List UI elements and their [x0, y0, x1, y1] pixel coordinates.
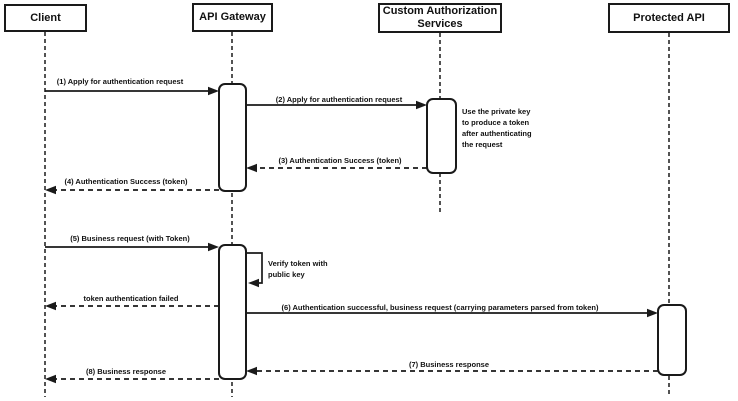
message-label-2: (2) Apply for authentication request: [275, 95, 403, 104]
actor-client-label: Client: [30, 11, 61, 24]
activation-custom-authorization-services: [426, 98, 457, 174]
message-label-5: (5) Business request (with Token): [70, 234, 190, 243]
message-arrow-2: [246, 100, 427, 110]
actor-protected-api: Protected API: [608, 3, 730, 33]
actor-custom-authorization-services: Custom Authorization Services: [378, 3, 502, 33]
self-message-label: Verify token with public key: [268, 259, 328, 279]
message-label-3: (3) Authentication Success (token): [278, 156, 402, 165]
message-label-token-failed: token authentication failed: [83, 294, 179, 303]
message-label-6: (6) Authentication successful, business …: [281, 303, 599, 312]
message-arrow-7: [246, 366, 658, 376]
note-private-key: Use the private key to produce a token a…: [462, 107, 532, 149]
message-arrow-8: [45, 374, 219, 384]
message-label-8: (8) Business response: [85, 367, 167, 376]
actor-protected-api-label: Protected API: [633, 11, 705, 24]
activation-api-gateway-1: [218, 83, 247, 192]
message-arrow-1: [45, 86, 219, 96]
message-arrow-6: [246, 308, 658, 318]
message-label-7: (7) Business response: [408, 360, 490, 369]
message-label-4: (4) Authentication Success (token): [64, 177, 188, 186]
message-arrow-3: [246, 163, 427, 173]
self-message-verify-token: [246, 252, 263, 288]
message-arrow-token-failed: [45, 301, 219, 311]
actor-api-gateway: API Gateway: [192, 3, 273, 32]
activation-api-gateway-2: [218, 244, 247, 380]
message-label-1: (1) Apply for authentication request: [56, 77, 184, 86]
actor-api-gateway-label: API Gateway: [199, 11, 266, 23]
activation-protected-api: [657, 304, 687, 376]
actor-client: Client: [4, 4, 87, 32]
message-arrow-5: [45, 242, 219, 252]
actor-custom-authorization-services-label: Custom Authorization Services: [382, 5, 498, 30]
message-arrow-4: [45, 185, 219, 195]
